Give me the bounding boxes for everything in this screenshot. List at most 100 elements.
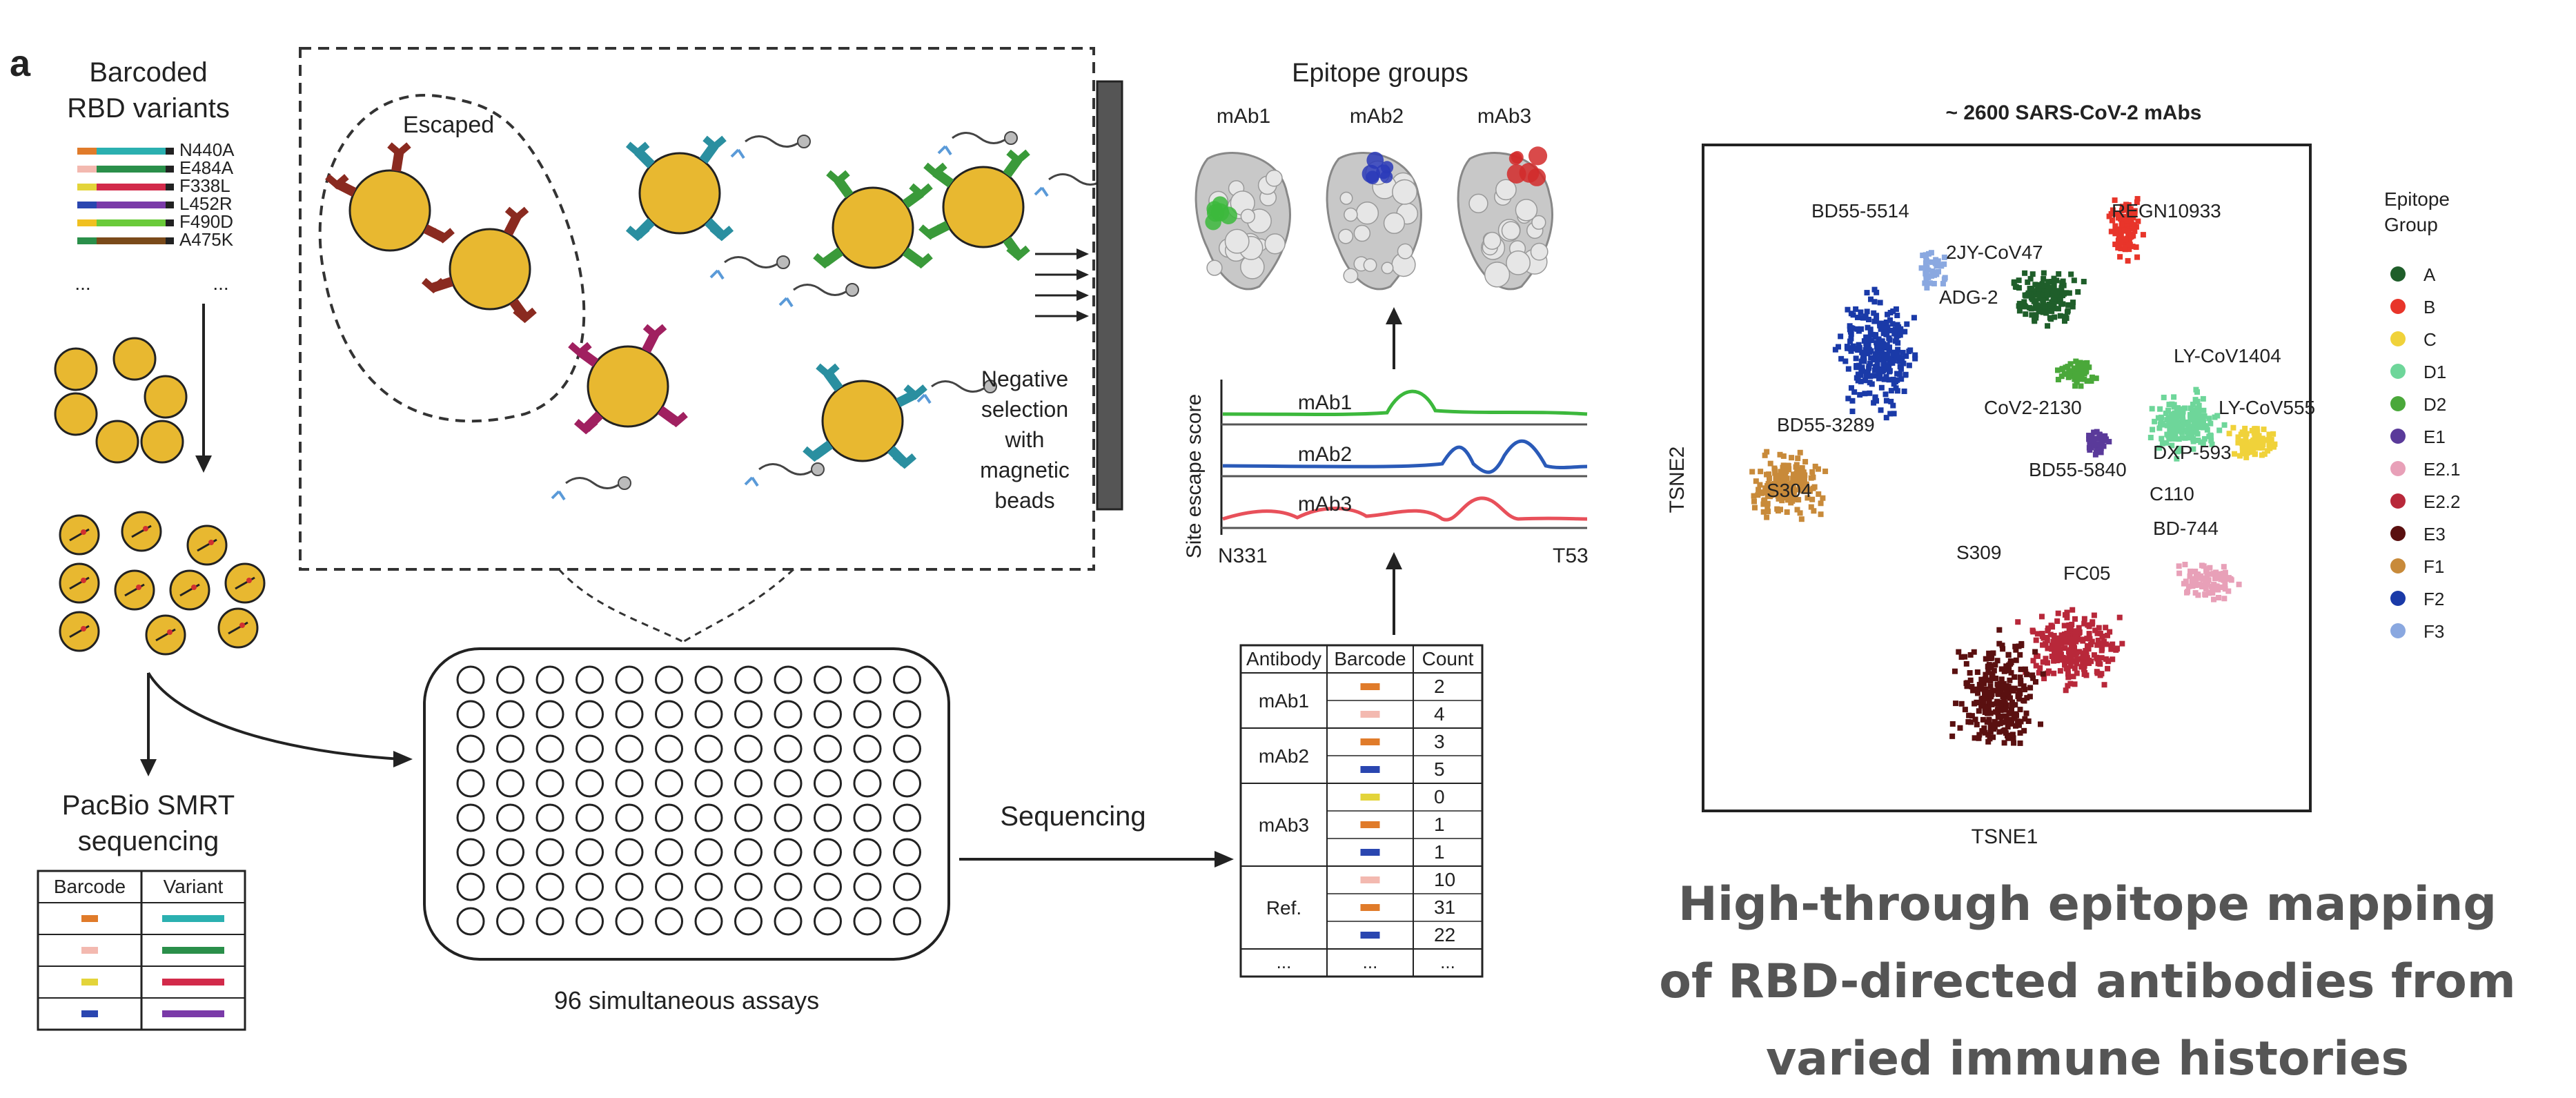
library-bead-3 bbox=[54, 392, 98, 436]
well-2-2 bbox=[535, 734, 564, 763]
tsne-point-E3-49 bbox=[2030, 675, 2036, 681]
pacbio-header-variant: Variant bbox=[164, 876, 224, 897]
tsne-point-F2-198 bbox=[1836, 344, 1842, 350]
tsne-point-F1-187 bbox=[1792, 495, 1798, 501]
rbd-surface-1-11 bbox=[1338, 228, 1354, 244]
well-3-10 bbox=[853, 769, 882, 798]
tsne-point-E2.2-162 bbox=[2054, 650, 2060, 656]
coated-bead-dot-7 bbox=[81, 626, 86, 631]
tsne-point-A-140 bbox=[2016, 308, 2023, 314]
tsne-point-B-82 bbox=[2109, 217, 2115, 224]
tsne-point-E3-264 bbox=[2004, 732, 2010, 738]
tsne-point-B-93 bbox=[2125, 207, 2132, 213]
tsne-point-E2.2-163 bbox=[2081, 616, 2087, 622]
tsne-point-D2-37 bbox=[2084, 378, 2090, 384]
tsne-annotation-6: LY-CoV555 bbox=[2219, 397, 2315, 418]
tsne-point-A-7 bbox=[2068, 271, 2074, 277]
well-1-4 bbox=[615, 700, 644, 729]
tsne-point-F1-47 bbox=[1802, 459, 1809, 465]
tsne-point-E3-150 bbox=[1981, 676, 1987, 683]
well-0-6 bbox=[694, 665, 723, 694]
tsne-point-F2-109 bbox=[1894, 313, 1900, 319]
tsne-point-D1-121 bbox=[2180, 418, 2186, 424]
tsne-point-F1-74 bbox=[1765, 509, 1771, 515]
escaped-label: Escaped bbox=[403, 112, 494, 138]
coated-bead-dot-4 bbox=[136, 585, 141, 590]
tsne-point-C-62 bbox=[2254, 429, 2261, 435]
tsne-point-A-36 bbox=[2016, 285, 2022, 291]
tsne-point-F1-103 bbox=[1801, 476, 1807, 482]
rbd-surface-2-13 bbox=[1501, 221, 1521, 241]
chain-ab-5 bbox=[551, 490, 566, 501]
rbd-surface-2-8 bbox=[1506, 250, 1531, 275]
well-1-6 bbox=[694, 700, 723, 729]
plate-wells bbox=[456, 665, 921, 936]
tsne-point-F3-35 bbox=[1941, 254, 1947, 260]
tsne-point-E3-249 bbox=[2038, 721, 2044, 727]
well-1-8 bbox=[774, 700, 803, 729]
tsne-point-B-97 bbox=[2110, 207, 2116, 213]
escaped-bead-2-ab-tip-1 bbox=[513, 307, 537, 324]
arrow-head-plate bbox=[393, 751, 413, 767]
tsne-point-C-82 bbox=[2239, 451, 2245, 457]
tsne-point-F2-68 bbox=[1863, 334, 1869, 340]
tsne-point-F2-235 bbox=[1881, 376, 1887, 382]
tsne-point-E3-262 bbox=[2003, 683, 2009, 689]
chain-ball-2 bbox=[845, 283, 859, 297]
tsne-point-D2-27 bbox=[2054, 367, 2061, 373]
tsne-point-E2.2-187 bbox=[2072, 631, 2078, 637]
tsne-point-E2.2-100 bbox=[2098, 647, 2105, 654]
tsne-point-D1-17 bbox=[2189, 427, 2195, 433]
tsne-point-B-59 bbox=[2134, 199, 2140, 205]
tsne-point-E3-255 bbox=[2013, 723, 2019, 729]
tsne-point-E3-94 bbox=[2007, 695, 2013, 701]
tsne-point-E1-30 bbox=[2094, 435, 2101, 442]
tsne-point-E2.2-206 bbox=[2064, 658, 2070, 665]
tsne-point-F2-97 bbox=[1853, 355, 1859, 362]
tsne-point-C-86 bbox=[2261, 427, 2267, 433]
tsne-point-E3-253 bbox=[2003, 714, 2009, 720]
tsne-point-F2-241 bbox=[1887, 411, 1894, 417]
tsne-point-D1-167 bbox=[2159, 440, 2165, 447]
tsne-point-D1-54 bbox=[2190, 446, 2196, 452]
tsne-annotation-10: BD55-3289 bbox=[1777, 414, 1875, 435]
tsne-point-F2-223 bbox=[1849, 325, 1856, 331]
tsne-point-F2-43 bbox=[1851, 389, 1858, 395]
tsne-point-E2.2-63 bbox=[2051, 658, 2057, 664]
tsne-point-B-61 bbox=[2108, 210, 2114, 217]
tsne-point-F3-21 bbox=[1929, 259, 1936, 265]
escaped-bead-1-ab-tip-2 bbox=[431, 228, 455, 244]
tsne-point-F2-83 bbox=[1895, 340, 1901, 346]
tsne-point-C-84 bbox=[2259, 441, 2265, 447]
tsne-point-F2-49 bbox=[1887, 317, 1894, 323]
well-3-6 bbox=[694, 769, 723, 798]
tsne-point-F2-247 bbox=[1865, 351, 1871, 357]
tsne-point-D1-46 bbox=[2166, 402, 2172, 408]
tsne-point-F2-31 bbox=[1901, 388, 1907, 394]
pacbio-row-variant-3 bbox=[162, 1010, 224, 1017]
tsne-point-E3-56 bbox=[1967, 677, 1974, 683]
well-7-3 bbox=[576, 907, 604, 936]
tsne-point-E3-91 bbox=[1989, 701, 1995, 707]
tsne-point-E3-74 bbox=[2012, 674, 2018, 680]
tsne-point-F2-126 bbox=[1862, 391, 1868, 397]
tsne-point-D1-144 bbox=[2212, 414, 2218, 420]
tsne-point-F1-157 bbox=[1755, 492, 1761, 498]
tsne-point-F2-155 bbox=[1858, 358, 1865, 364]
tsne-point-E3-148 bbox=[1992, 709, 1998, 715]
tsne-point-E2.1-81 bbox=[2205, 590, 2212, 596]
tsne-point-D1-111 bbox=[2169, 422, 2175, 428]
tsne-point-A-87 bbox=[2012, 284, 2018, 290]
tsne-point-B-87 bbox=[2130, 215, 2136, 221]
tsne-point-B-107 bbox=[2121, 228, 2127, 234]
tsne-point-E2.1-74 bbox=[2200, 576, 2206, 582]
tsne-point-F3-24 bbox=[1935, 258, 1941, 264]
tsne-point-E2.1-62 bbox=[2218, 584, 2224, 590]
tsne-point-E3-72 bbox=[1996, 627, 2003, 633]
well-3-11 bbox=[893, 769, 921, 798]
chain-ab-1 bbox=[709, 269, 725, 280]
well-1-10 bbox=[853, 700, 882, 729]
tsne-point-F2-147 bbox=[1883, 398, 1889, 404]
